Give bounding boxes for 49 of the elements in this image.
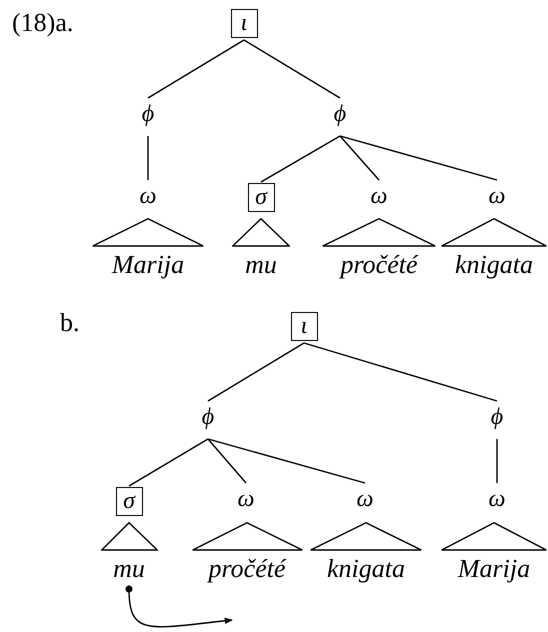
- word: Marija: [458, 553, 530, 585]
- triangle: [441, 522, 547, 551]
- tree-branch: [304, 342, 498, 402]
- example-number: (18)a.: [12, 8, 74, 38]
- movement-arrow: [126, 586, 233, 628]
- word: mu: [245, 249, 277, 281]
- tree-branch: [339, 136, 380, 180]
- triangle: [192, 522, 303, 551]
- tree-branch: [207, 438, 247, 484]
- category-symbol: ϕ: [490, 405, 504, 429]
- triangle: [322, 218, 436, 247]
- triangle: [92, 218, 204, 247]
- word: Marija: [112, 249, 184, 281]
- prosodic-category-box: [290, 312, 318, 340]
- prosodic-category-box: [230, 8, 258, 38]
- word: pročété: [340, 249, 418, 281]
- category-symbol: ω: [238, 487, 254, 511]
- tree-branch: [244, 39, 340, 99]
- category-symbol: ϕ: [142, 102, 154, 126]
- category-symbol: ω: [370, 184, 388, 208]
- tree-branch: [148, 39, 244, 99]
- tree-branch: [496, 439, 498, 483]
- tree-branch: [340, 135, 498, 181]
- category-symbol: ω: [140, 184, 156, 208]
- tree-branch: [128, 438, 208, 487]
- category-symbol: ω: [488, 487, 506, 511]
- word: knigata: [455, 249, 533, 281]
- tree-branch: [208, 438, 366, 484]
- tree-branch: [147, 136, 149, 180]
- word: pročété: [208, 553, 286, 585]
- category-symbol: ω: [488, 184, 506, 208]
- category-symbol: σ: [123, 489, 135, 513]
- example-number: b.: [60, 308, 80, 338]
- category-symbol: ϕ: [334, 102, 346, 126]
- triangle: [232, 218, 290, 247]
- category-symbol: σ: [255, 185, 267, 209]
- tree-branch: [208, 342, 304, 402]
- word: knigata: [327, 553, 405, 585]
- word: mu: [113, 553, 145, 585]
- category-symbol: ι: [300, 314, 308, 338]
- category-symbol: ι: [240, 11, 248, 35]
- category-symbol: ω: [356, 487, 374, 511]
- tree-branch: [260, 135, 340, 183]
- prosodic-category-box: [248, 182, 274, 212]
- triangle: [441, 218, 547, 247]
- prosodic-category-box: [116, 486, 142, 516]
- triangle: [310, 522, 422, 551]
- triangle: [101, 522, 158, 551]
- category-symbol: ϕ: [202, 405, 214, 429]
